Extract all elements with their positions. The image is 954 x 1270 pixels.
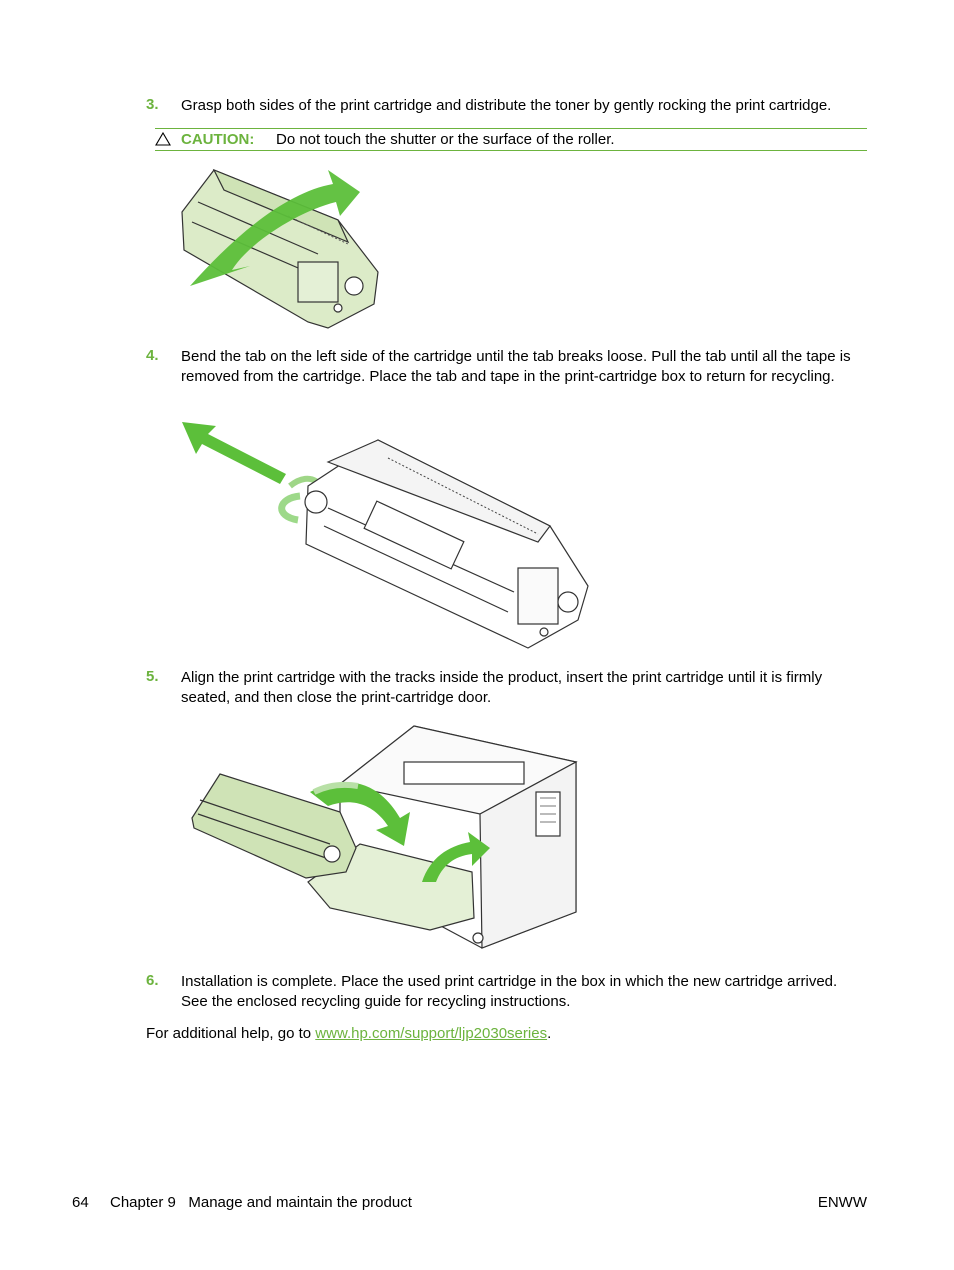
step-number: 5. <box>146 668 159 685</box>
footer-chapter: Chapter 9 Manage and maintain the produc… <box>110 1194 412 1211</box>
step-text: Grasp both sides of the print cartridge … <box>181 97 832 114</box>
caution-note: CAUTION: Do not touch the shutter or the… <box>155 128 867 151</box>
step-5: 5. Align the print cartridge with the tr… <box>146 668 868 707</box>
step-number: 6. <box>146 972 159 989</box>
step-text: Bend the tab on the left side of the car… <box>181 348 851 385</box>
step-6: 6. Installation is complete. Place the u… <box>146 972 868 1011</box>
help-suffix: . <box>547 1025 552 1042</box>
figure-rock-cartridge <box>181 168 379 329</box>
step-number: 4. <box>146 347 159 364</box>
step-text: Align the print cartridge with the track… <box>181 669 823 706</box>
figure-pull-tab <box>182 422 589 649</box>
step-3: 3. Grasp both sides of the print cartrid… <box>146 96 868 116</box>
footer-enww: ENWW <box>817 1194 867 1211</box>
caution-triangle-icon <box>155 132 171 146</box>
help-prefix: For additional help, go to <box>146 1025 316 1042</box>
caution-label: CAUTION: <box>181 131 255 148</box>
step-text: Installation is complete. Place the used… <box>181 973 838 1010</box>
support-link[interactable]: www.hp.com/support/ljp2030series <box>315 1025 548 1042</box>
footer-page-number: 64 <box>72 1194 89 1211</box>
help-line: For additional help, go to www.hp.com/su… <box>146 1025 551 1042</box>
figure-insert-cartridge <box>191 725 578 949</box>
caution-text: Do not touch the shutter or the surface … <box>276 131 615 148</box>
step-number: 3. <box>146 96 159 113</box>
step-4: 4. Bend the tab on the left side of the … <box>146 347 868 386</box>
